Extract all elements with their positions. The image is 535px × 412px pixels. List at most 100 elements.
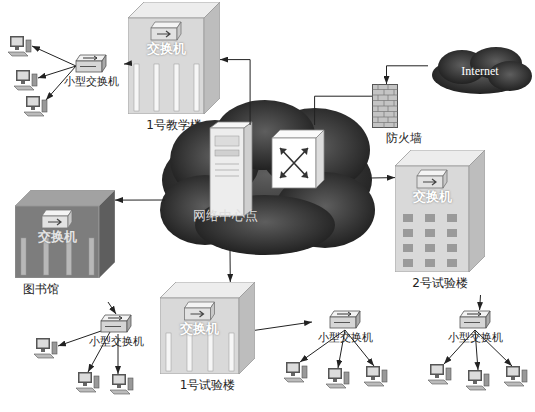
computer-icon bbox=[34, 338, 57, 358]
shape-part bbox=[185, 308, 211, 320]
shape-part bbox=[447, 244, 457, 252]
switch-label: 交换机 bbox=[128, 42, 204, 57]
shape-part bbox=[425, 244, 435, 252]
shape-part bbox=[174, 64, 179, 111]
computer-icon bbox=[14, 70, 37, 90]
shape-part bbox=[334, 322, 350, 323]
shape-part bbox=[154, 64, 159, 111]
connector-arrow bbox=[230, 250, 231, 282]
shape-part bbox=[127, 315, 131, 332]
shape-part bbox=[128, 18, 204, 114]
shape-part bbox=[215, 164, 239, 176]
shape-part bbox=[157, 31, 170, 37]
computer-icon bbox=[364, 366, 387, 386]
shape-part bbox=[464, 322, 480, 323]
shape-part bbox=[160, 100, 375, 255]
shape-part bbox=[388, 106, 389, 112]
building-node: 交换机1号教学楼 bbox=[128, 2, 220, 136]
shape-part bbox=[403, 259, 413, 267]
switch-name: 小型交换机 bbox=[48, 76, 134, 89]
shape-part bbox=[105, 326, 121, 327]
connector-arrow bbox=[315, 96, 372, 125]
shape-part bbox=[185, 302, 215, 308]
link-line bbox=[32, 46, 76, 66]
computer-icon bbox=[76, 372, 99, 392]
shape-part bbox=[403, 229, 413, 237]
computer-icon bbox=[8, 36, 31, 56]
connector-arrow bbox=[479, 295, 481, 310]
cloud-node: 网络中心点 bbox=[165, 125, 370, 250]
shape-part bbox=[166, 333, 171, 371]
shape-part bbox=[194, 64, 199, 111]
shape-part bbox=[101, 321, 127, 332]
shape-part bbox=[244, 122, 252, 216]
connector-arrow bbox=[108, 302, 116, 314]
shape-part bbox=[417, 170, 447, 176]
shape-part bbox=[76, 55, 106, 61]
shape-part bbox=[160, 298, 239, 374]
shape-part bbox=[384, 90, 385, 96]
connector-arrow bbox=[370, 177, 395, 178]
connector-arrow bbox=[124, 63, 128, 65]
shape-part bbox=[443, 170, 447, 188]
shape-part bbox=[42, 216, 68, 228]
computer-icon bbox=[24, 96, 47, 116]
shape-part bbox=[384, 101, 385, 107]
computer-icon bbox=[466, 370, 489, 390]
switch-node: 小型交换机 bbox=[312, 310, 378, 356]
shape-part bbox=[378, 95, 379, 101]
shape-part bbox=[316, 130, 324, 188]
building-node: 交换机2号试验楼 bbox=[395, 150, 485, 295]
firewall-node: 防火墙 bbox=[372, 84, 430, 148]
shape-part bbox=[48, 219, 61, 225]
shape-part bbox=[80, 66, 96, 67]
shape-part bbox=[15, 206, 99, 278]
shape-part bbox=[42, 210, 72, 216]
switch-label: 交换机 bbox=[395, 190, 469, 205]
building-shape bbox=[395, 150, 485, 272]
shape-part bbox=[394, 90, 395, 96]
shape-part bbox=[280, 148, 308, 178]
computer-icon bbox=[326, 368, 349, 388]
shape-part bbox=[272, 138, 316, 188]
switch-icon bbox=[75, 54, 107, 74]
building-name: 图书馆 bbox=[23, 283, 59, 297]
shape-part bbox=[394, 123, 395, 129]
switch-node: 小型交换机 bbox=[85, 314, 147, 360]
building-node: 交换机1号试验楼 bbox=[160, 282, 255, 397]
shape-part bbox=[395, 166, 469, 272]
connector-arrow bbox=[115, 200, 165, 201]
shape-part bbox=[394, 112, 395, 118]
shape-part bbox=[460, 317, 486, 328]
shape-part bbox=[378, 106, 379, 112]
shape-part bbox=[330, 317, 356, 328]
shape-part bbox=[89, 238, 94, 275]
switch-node: 小型交换机 bbox=[58, 54, 124, 100]
shape-part bbox=[447, 259, 457, 267]
shape-part bbox=[151, 28, 177, 40]
shape-part bbox=[388, 117, 389, 123]
shape-part bbox=[108, 316, 122, 320]
connector-arrow bbox=[220, 60, 250, 125]
shape-part bbox=[211, 302, 215, 320]
shape-part bbox=[204, 2, 220, 114]
switch-name: 小型交换机 bbox=[75, 336, 157, 349]
shape-part bbox=[21, 238, 26, 275]
shape-part bbox=[394, 101, 395, 107]
computer-icon bbox=[284, 362, 307, 382]
shape-part bbox=[447, 229, 457, 237]
shape-part bbox=[423, 179, 436, 185]
shape-part bbox=[177, 22, 181, 40]
shape-part bbox=[447, 214, 457, 222]
building-shape bbox=[128, 2, 220, 114]
shape-part bbox=[102, 55, 106, 72]
cloud-node: Internet bbox=[428, 45, 532, 97]
switch-node: 小型交换机 bbox=[442, 310, 508, 356]
shape-part bbox=[425, 214, 435, 222]
shape-part bbox=[208, 333, 213, 371]
switch-icon bbox=[329, 310, 361, 330]
shape-part bbox=[83, 56, 97, 60]
switch-icon bbox=[100, 314, 132, 334]
shape-part bbox=[388, 84, 389, 90]
